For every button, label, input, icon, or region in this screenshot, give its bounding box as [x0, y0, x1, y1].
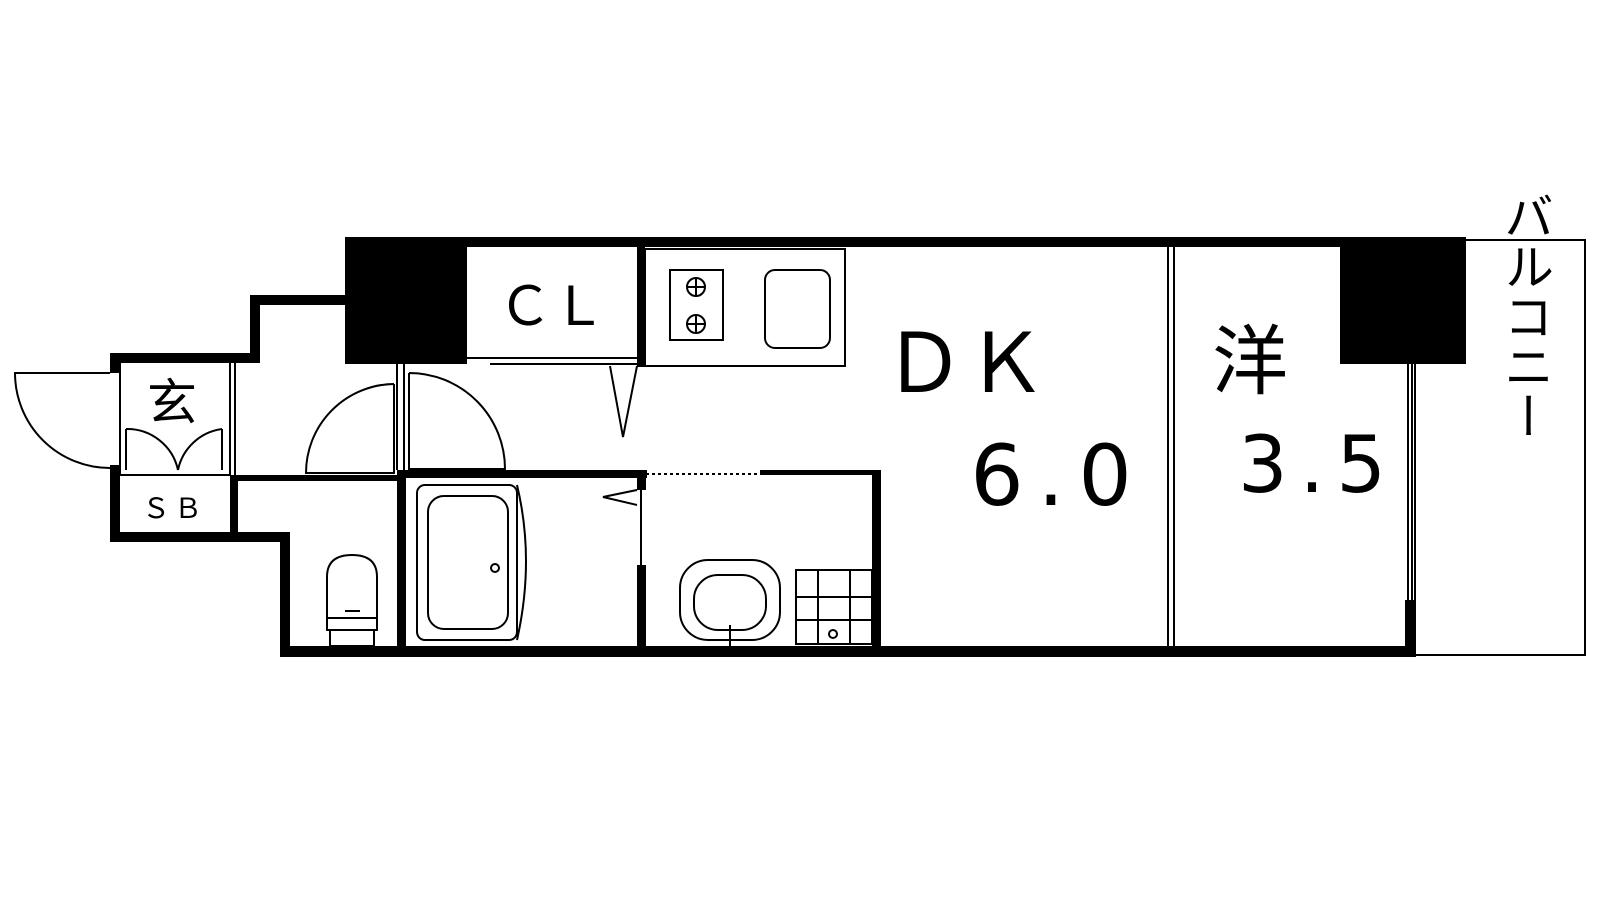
dining-kitchen-label: ＤＫ [883, 317, 1047, 412]
fixtures [326, 269, 873, 647]
kitchen-sink-icon [764, 269, 831, 349]
toilet-icon [326, 553, 378, 647]
closet-label: ＣＬ [498, 275, 606, 338]
doors [13, 365, 638, 506]
bathtub-icon [416, 484, 527, 641]
stove-icon [669, 269, 724, 341]
thin-lines [119, 239, 1586, 656]
western-room-label: 洋 [1212, 317, 1288, 406]
corridor-door-right [408, 372, 507, 470]
front-door-swing [13, 372, 111, 469]
corridor-door-left [304, 383, 395, 474]
entrance-label: 玄 [147, 374, 197, 432]
dining-kitchen-size: 6.0 [970, 427, 1146, 525]
washing-machine-icon [795, 569, 873, 645]
shoe-box-label: ＳＢ [142, 492, 206, 525]
exterior-walls [110, 237, 1466, 657]
balcony-label: バルコニー [1496, 191, 1554, 441]
room-labels: ＣＬ ＤＫ 6.0 洋 3.5 玄 ＳＢ バルコニー [142, 191, 1554, 525]
wash-basin-icon [679, 559, 781, 646]
western-room-size: 3.5 [1238, 421, 1398, 511]
